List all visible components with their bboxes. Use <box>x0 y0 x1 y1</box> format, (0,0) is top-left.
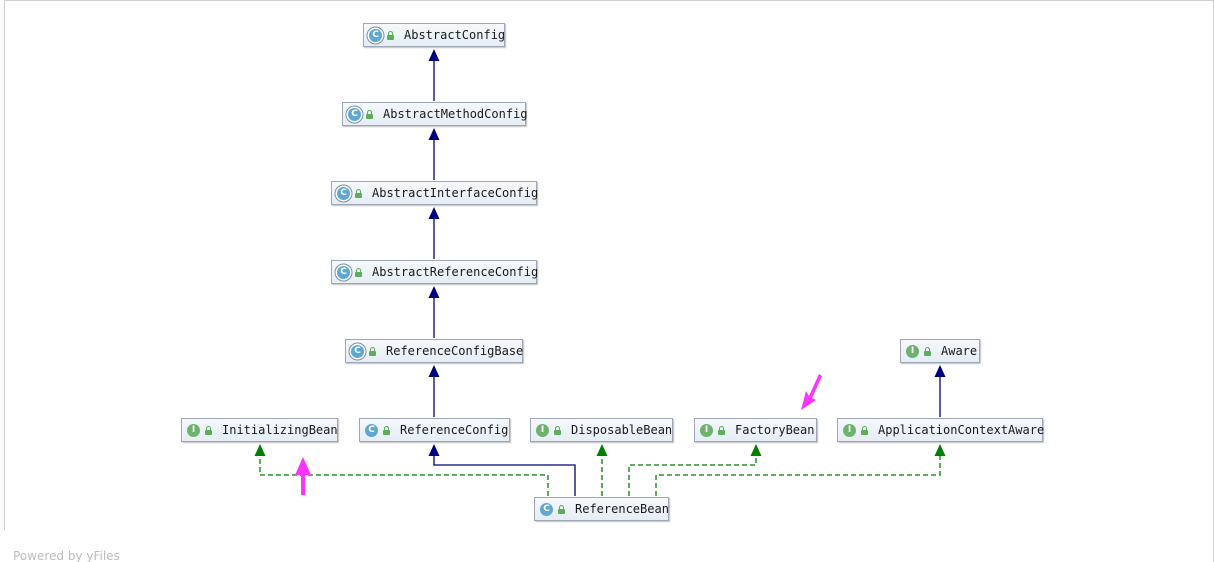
extends-arrowhead <box>428 207 440 219</box>
abstract-class-icon: C <box>348 107 361 121</box>
node-factory-bean[interactable]: I FactoryBean <box>694 418 817 442</box>
public-visibility-icon <box>558 504 565 514</box>
node-abstract-reference-config[interactable]: C AbstractReferenceConfig <box>331 260 539 284</box>
public-visibility-icon <box>369 346 376 356</box>
node-reference-config-base[interactable]: C ReferenceConfigBase <box>345 339 523 363</box>
node-label: Aware <box>941 344 978 358</box>
abstract-class-icon: C <box>337 265 350 279</box>
extends-arrowhead <box>934 365 946 377</box>
implements-arrowhead <box>934 444 946 456</box>
node-abstract-interface-config[interactable]: C AbstractInterfaceConfig <box>331 181 539 205</box>
class-icon: C <box>365 423 378 437</box>
public-visibility-icon <box>554 425 561 435</box>
highlight-arrow-up-icon <box>295 457 311 495</box>
abstract-class-icon: C <box>369 28 382 42</box>
node-initializing-bean[interactable]: I InitializingBean <box>181 418 338 442</box>
node-label: FactoryBean <box>735 423 815 437</box>
interface-icon: I <box>843 423 856 437</box>
public-visibility-icon <box>205 425 212 435</box>
interface-icon: I <box>187 423 200 437</box>
node-label: ReferenceBean <box>575 502 669 516</box>
left-editor-strip <box>0 0 5 530</box>
node-label: InitializingBean <box>222 423 338 437</box>
public-visibility-icon <box>366 109 373 119</box>
implements-arrowhead <box>254 444 266 456</box>
node-label: DisposableBean <box>571 423 673 437</box>
node-abstract-method-config[interactable]: C AbstractMethodConfig <box>342 102 528 126</box>
node-label: AbstractConfig <box>404 28 506 42</box>
node-abstract-config[interactable]: C AbstractConfig <box>363 23 505 47</box>
node-label: ApplicationContextAware <box>878 423 1045 437</box>
implements-edge-reference-bean-to-initializing-bean <box>259 454 549 496</box>
yfiles-footer: Powered by yFiles <box>13 549 120 562</box>
highlight-arrow-down-icon <box>801 374 822 410</box>
public-visibility-icon <box>718 425 725 435</box>
extends-arrowhead <box>428 128 440 140</box>
extends-arrowhead <box>428 286 440 298</box>
node-label: AbstractReferenceConfig <box>372 265 539 279</box>
top-border <box>0 0 1214 1</box>
node-label: ReferenceConfigBase <box>386 344 524 358</box>
node-reference-bean[interactable]: C ReferenceBean <box>534 497 669 521</box>
interface-icon: I <box>906 344 919 358</box>
public-visibility-icon <box>387 30 394 40</box>
implements-arrowhead <box>596 444 608 456</box>
implements-edge-reference-bean-to-application-context-aware <box>655 454 941 496</box>
node-application-context-aware[interactable]: I ApplicationContextAware <box>837 418 1045 442</box>
node-label: ReferenceConfig <box>400 423 509 437</box>
public-visibility-icon <box>355 267 362 277</box>
node-label: AbstractMethodConfig <box>383 107 528 121</box>
abstract-class-icon: C <box>337 186 350 200</box>
public-visibility-icon <box>383 425 390 435</box>
interface-icon: I <box>536 423 549 437</box>
node-disposable-bean[interactable]: I DisposableBean <box>530 418 673 442</box>
public-visibility-icon <box>355 188 362 198</box>
implements-edge-reference-bean-to-factory-bean <box>628 454 757 496</box>
node-reference-config[interactable]: C ReferenceConfig <box>359 418 510 442</box>
extends-arrowhead <box>428 444 440 456</box>
abstract-class-icon: C <box>351 344 364 358</box>
public-visibility-icon <box>861 425 868 435</box>
class-icon: C <box>540 502 553 516</box>
extends-edge-reference-bean-to-reference-config <box>433 454 576 496</box>
node-label: AbstractInterfaceConfig <box>372 186 539 200</box>
extends-arrowhead <box>428 365 440 377</box>
public-visibility-icon <box>924 346 931 356</box>
node-aware[interactable]: I Aware <box>900 339 980 363</box>
interface-icon: I <box>700 423 713 437</box>
extends-arrowhead <box>428 49 440 61</box>
implements-arrowhead <box>750 444 762 456</box>
